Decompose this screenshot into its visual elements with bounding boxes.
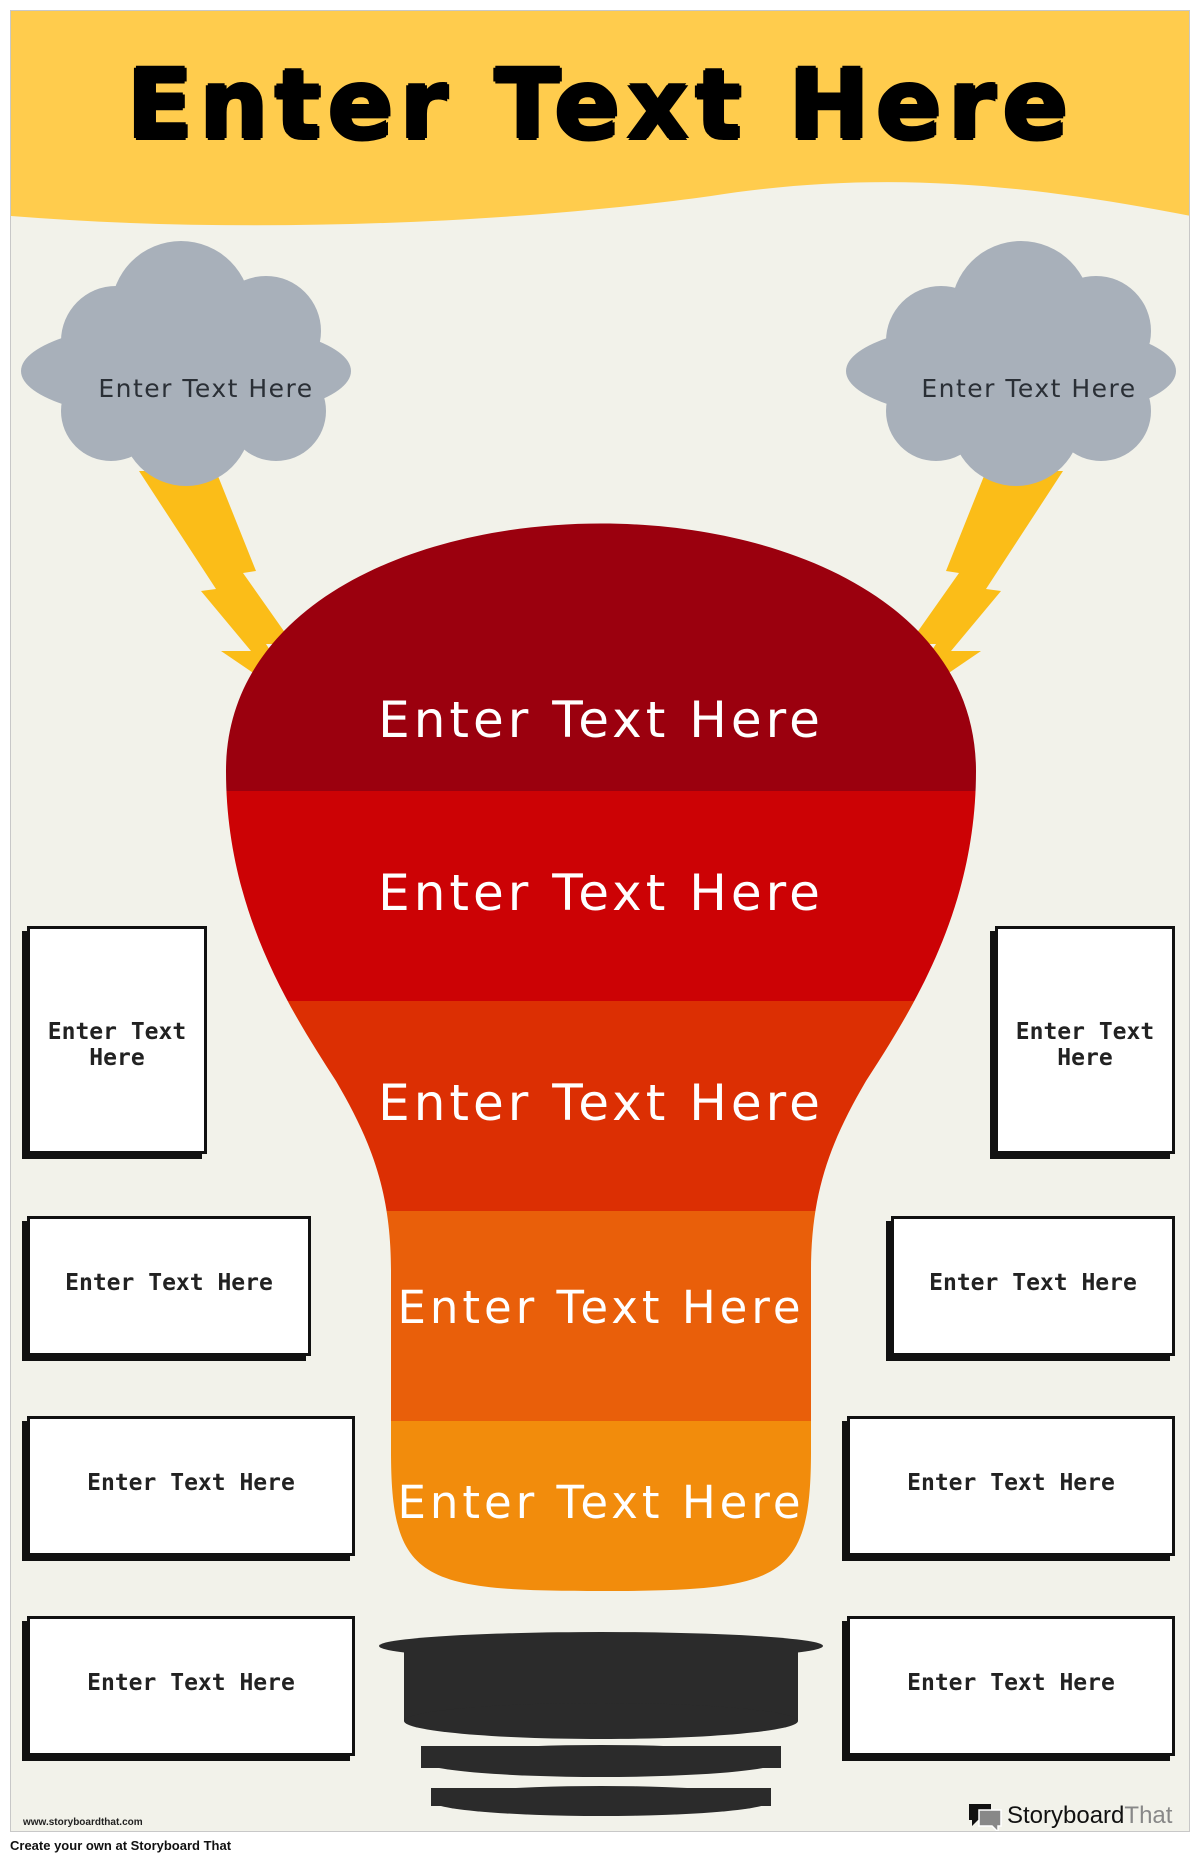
left-box-3-label: Enter Text Here xyxy=(87,1470,295,1496)
cloud-right-icon xyxy=(846,241,1176,486)
title-banner xyxy=(11,11,1189,226)
left-box-1-label: Enter Text Here xyxy=(47,1019,187,1071)
right-box-4[interactable]: Enter Text Here xyxy=(847,1616,1175,1756)
right-box-1-label: Enter Text Here xyxy=(1015,1019,1155,1071)
poster-title[interactable]: Enter Text Here xyxy=(127,49,1075,161)
left-box-2-label: Enter Text Here xyxy=(65,1270,273,1296)
footer-url[interactable]: www.storyboardthat.com xyxy=(23,1817,143,1828)
left-box-4[interactable]: Enter Text Here xyxy=(27,1616,355,1756)
cloud-left-icon xyxy=(21,241,351,486)
brand-name: StoryboardThat xyxy=(1007,1802,1173,1829)
right-box-3-label: Enter Text Here xyxy=(907,1470,1115,1496)
left-box-1[interactable]: Enter Text Here xyxy=(27,926,207,1154)
storyboardthat-logo[interactable]: StoryboardThat xyxy=(967,1801,1189,1831)
speech-bubble-icon xyxy=(969,1804,1002,1831)
left-box-2[interactable]: Enter Text Here xyxy=(27,1216,311,1356)
right-box-1[interactable]: Enter Text Here xyxy=(995,926,1175,1154)
lightning-bolt-right-icon xyxy=(893,471,1063,711)
cloud-left-label[interactable]: Enter Text Here xyxy=(98,374,314,403)
left-box-4-label: Enter Text Here xyxy=(87,1670,295,1696)
right-box-3[interactable]: Enter Text Here xyxy=(847,1416,1175,1556)
bulb-band-1-label[interactable]: Enter Text Here xyxy=(378,691,824,749)
bulb-band-2-label[interactable]: Enter Text Here xyxy=(378,864,824,922)
right-box-2[interactable]: Enter Text Here xyxy=(891,1216,1175,1356)
create-your-own-text[interactable]: Create your own at Storyboard That xyxy=(10,1838,232,1853)
cloud-right-label[interactable]: Enter Text Here xyxy=(921,374,1137,403)
right-box-2-label: Enter Text Here xyxy=(929,1270,1137,1296)
lightning-bolt-left-icon xyxy=(139,471,309,711)
right-box-4-label: Enter Text Here xyxy=(907,1670,1115,1696)
bulb-band-4-label[interactable]: Enter Text Here xyxy=(397,1281,805,1334)
poster: Enter Text Here Enter Text Here Enter Te… xyxy=(10,10,1190,1832)
left-box-3[interactable]: Enter Text Here xyxy=(27,1416,355,1556)
poster-artwork xyxy=(11,11,1189,1816)
bulb-band-5-label[interactable]: Enter Text Here xyxy=(397,1476,805,1529)
bulb-base-icon xyxy=(379,1632,823,1816)
bulb-band-3-label[interactable]: Enter Text Here xyxy=(378,1074,824,1132)
bulb-band-2 xyxy=(226,791,976,1001)
